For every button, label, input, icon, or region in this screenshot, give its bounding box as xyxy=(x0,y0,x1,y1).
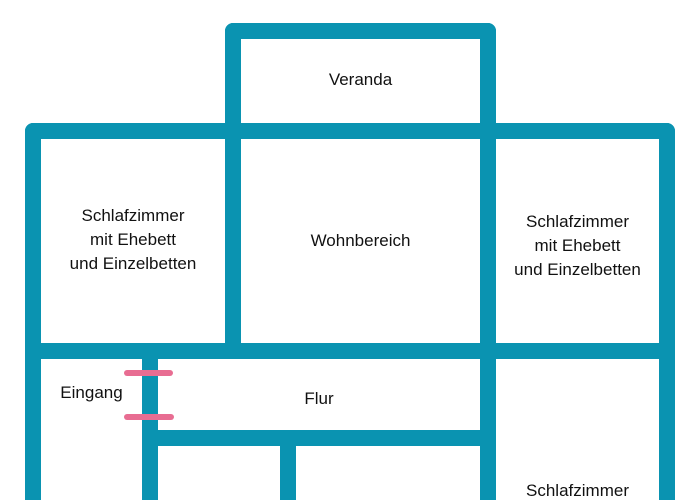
wall-living-bedroom-right xyxy=(480,123,496,500)
room-label-bedroom-bottom-right: Schlafzimmer xyxy=(526,481,629,500)
wall-bedroom-living xyxy=(225,123,241,359)
door-mark-top xyxy=(124,370,173,376)
door-mark-bottom xyxy=(124,414,174,420)
wall-bottom-divider xyxy=(280,430,296,500)
bedroom-left-line3: und Einzelbetten xyxy=(69,254,197,273)
bedroom-right-line1: Schlafzimmer xyxy=(526,212,629,231)
bedroom-left-line2: mit Ehebett xyxy=(90,230,176,249)
wall-outer-left xyxy=(25,123,41,500)
wall-middle-horizontal xyxy=(25,343,675,359)
wall-veranda-right xyxy=(480,23,496,133)
room-label-living: Wohnbereich xyxy=(310,231,411,250)
room-label-bedroom-left: Schlafzimmer mit Ehebett und Einzelbette… xyxy=(41,204,225,276)
wall-outer-right xyxy=(659,123,675,500)
room-label-hallway: Flur xyxy=(304,389,334,408)
wall-hallway-bottom xyxy=(142,430,496,446)
wall-veranda-top xyxy=(225,23,496,39)
room-label-veranda: Veranda xyxy=(328,70,393,89)
wall-entrance-hallway xyxy=(142,343,158,500)
bedroom-left-line1: Schlafzimmer xyxy=(81,206,185,225)
room-label-entrance: Eingang xyxy=(60,383,123,402)
wall-veranda-left xyxy=(225,23,241,133)
bedroom-right-line3: und Einzelbetten xyxy=(514,260,641,279)
bedroom-right-line2: mit Ehebett xyxy=(534,236,621,255)
room-label-bedroom-right: Schlafzimmer mit Ehebett und Einzelbette… xyxy=(496,210,659,282)
wall-main-top xyxy=(25,123,675,139)
